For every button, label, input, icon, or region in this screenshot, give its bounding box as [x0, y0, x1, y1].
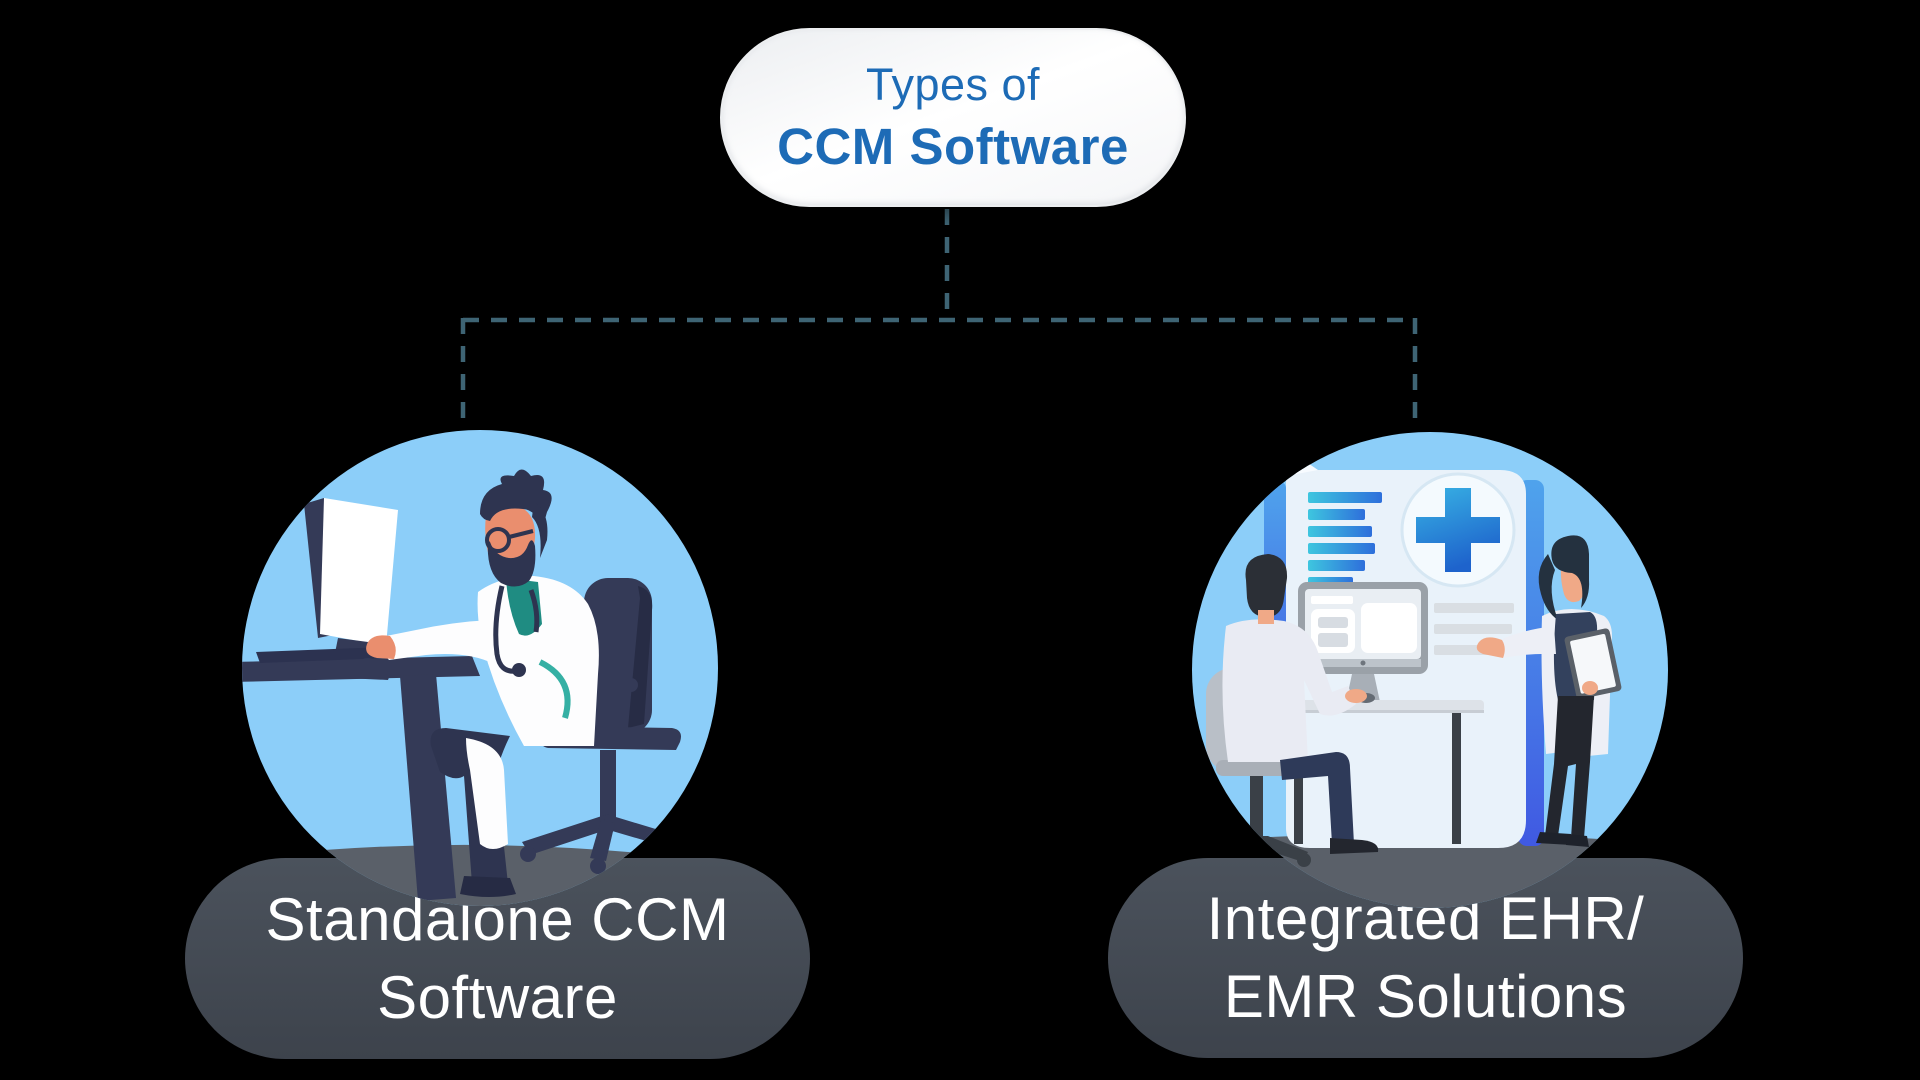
root-title-line1: Types of	[865, 59, 1041, 111]
arm-extended	[1500, 626, 1556, 658]
label-standalone-line2: Software	[377, 963, 618, 1031]
hand-holding	[1582, 681, 1598, 695]
root-node-pill: Types of CCM Software	[720, 28, 1186, 207]
doctor-shoe	[460, 876, 516, 897]
stethoscope	[493, 585, 571, 719]
standing-doctor	[1476, 535, 1622, 847]
hand	[1345, 689, 1367, 703]
doctor-hair	[480, 469, 552, 530]
flat-shoe-2	[1566, 834, 1589, 847]
label-integrated-line2: EMR Solutions	[1223, 963, 1628, 1030]
doctor-arm	[382, 620, 500, 664]
legs	[1280, 752, 1354, 844]
chair-column	[1250, 776, 1263, 840]
desk-leg	[400, 674, 456, 901]
hand-open	[1476, 637, 1505, 658]
ponytail	[1538, 554, 1558, 620]
doctor	[366, 469, 599, 897]
keyboard	[256, 647, 388, 663]
flat-shoe	[1536, 832, 1572, 845]
root-title-line2: CCM Software	[777, 117, 1129, 175]
pants	[1545, 696, 1594, 838]
hair	[1245, 554, 1288, 618]
coat-flap	[466, 738, 508, 849]
doctor-hand	[366, 635, 396, 659]
left-illustration-doctor-at-computer	[242, 430, 718, 906]
lab-coat	[1222, 619, 1356, 762]
right-illustration-ehr-emr	[1192, 432, 1668, 908]
glasses	[485, 527, 534, 553]
clipboard	[1564, 628, 1622, 700]
computer-desk	[242, 498, 480, 901]
shoe	[1330, 838, 1379, 854]
hair	[1551, 535, 1590, 608]
doctor-hair-side	[532, 502, 548, 558]
doctor-beard	[487, 540, 536, 587]
medical-cross-icon	[1400, 472, 1516, 588]
label-integrated-ehr-emr: Integrated EHR/ EMR Solutions	[1108, 858, 1743, 1058]
